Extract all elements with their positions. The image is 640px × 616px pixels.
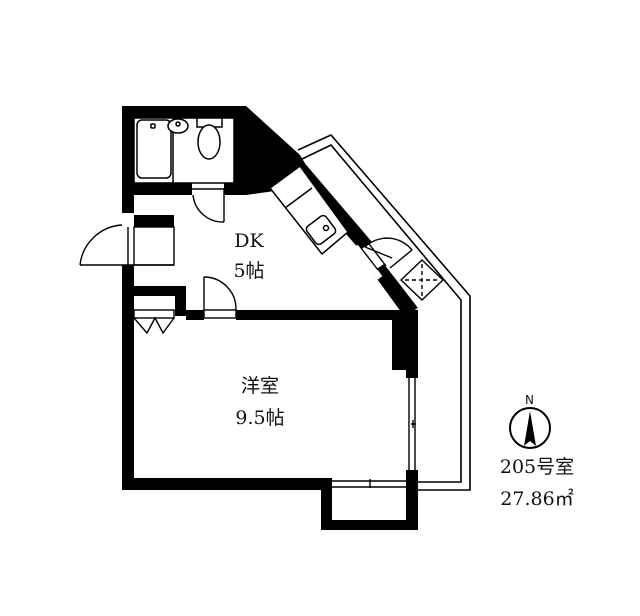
bathtub-icon [136,119,172,179]
kitchen [268,164,350,256]
unit-area: 27.86㎡ [500,488,574,510]
balcony-door [353,237,413,280]
kitchen-sink-icon [305,214,337,246]
bath-door [192,188,225,223]
north-compass-icon [509,407,551,449]
closet [133,309,175,335]
inner-door [203,276,237,319]
windows [127,227,416,488]
room-size-western: 9.5帖 [235,407,285,429]
balcony [297,134,471,491]
room-size-dk: 5帖 [233,260,265,282]
entrance-door [79,224,175,266]
bathroom [133,117,235,184]
unit-number: 205号室 [499,456,575,478]
room-name-dk: DK [234,230,264,252]
room-name-western: 洋室 [240,375,279,397]
north-label: N [525,393,534,407]
washing-machine-pan-icon [399,259,445,301]
walls [122,106,418,530]
